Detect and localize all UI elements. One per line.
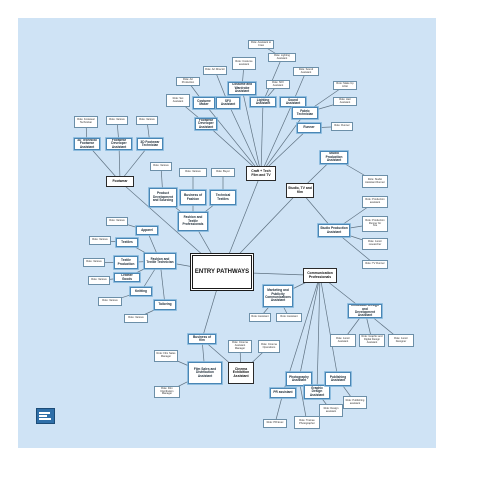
node-fabric-tech: Fabric Technician [292,107,318,119]
node-footwear-dev: Footwear Developer Assistant [106,138,132,150]
role-r34: Role: Junior Designer [388,334,414,347]
node-sfx-assistant: SFX Assistant [216,97,240,109]
node-business-fashion: Business of Fashion [180,190,206,205]
role-r27: Role: Production assistant [362,196,388,208]
role-r37: Role: Trainee Photographer [294,416,320,429]
role-r21: Role: Various [88,276,110,285]
connector-node-comm-pro-node-graphic-design [316,275,321,393]
connector-node-craft-tech-node-lighting-assistant [260,101,264,174]
connector-node-lighting-assistant-role-r2 [262,57,283,103]
connector-node-sound-assistant-role-r7 [292,71,307,103]
node-cinema-exhibition: Cinema Exhibition Assistant [228,362,254,384]
role-r17: Role: Buyer [211,168,235,177]
role-r41: Role: Film Distribution Manager [154,386,180,398]
role-r18: Role: Various [106,217,128,226]
role-r29: Role: Junior researcher [362,238,388,250]
role-r11: Role: Runner [331,122,353,131]
role-r19: Role: Various [89,236,111,245]
role-r14: Role: Various [136,116,158,125]
role-r8: Role: Make Up Artist [333,81,357,90]
role-r1: Role: Assistant to Crew [248,40,274,49]
node-fashion-textile-pro: Fashion and Textile Professionals [178,212,208,231]
node-technical-textiles: Technical Textiles [210,190,236,205]
node-comm-pro: Communication Professionals [303,268,337,283]
node-publishing-assistant: Publishing Assistant [325,372,351,386]
node-costume-assistant: Costume and Wardrobe Assistant [228,82,256,95]
node-business-of-film: Business of film [188,334,216,344]
connector-node-footwear-node-footwear-dev [118,143,121,182]
connector-node-pr-assistant-role-r36 [274,392,284,424]
connector-node-photo-assistant-role-r37 [298,378,308,423]
node-apparel: Apparel [136,226,158,235]
node-product-dev: Product Development and Sourcing [149,188,177,207]
node-tv-film-production: Studio Production Assistant [318,224,350,237]
role-r38: Role: Design assistant [319,404,343,417]
role-r28: Role: Production Runner for hire [362,216,388,232]
role-r23: Role: Various [124,314,148,323]
role-r31: Role: Assistant [249,313,271,322]
node-costume-maker: Costume Maker [193,97,215,109]
node-knitting: Knitting [130,287,152,296]
node-sound-assistant: Sound Assistant [280,97,306,107]
role-r13: Role: Various [106,116,128,125]
node-photo-assistant: Photography Assistant [286,372,312,386]
node-tailoring: Tailoring [154,300,176,310]
role-r32: Role: Assistant [276,313,302,322]
node-sd-footwear: Footwear Developer Assistant [195,118,217,130]
connector-node-craft-tech-node-sfx-assistant [227,102,262,174]
role-r40: Role: Film Sales Manager [154,350,178,362]
role-r30: Role: TV Runner [362,260,388,269]
role-r10: Role: SFX Assistant [266,80,290,89]
node-pr-assistant: PR assistant [270,388,296,398]
node-footwear: Footwear [106,176,134,187]
role-r43: Role: Cinema Operations [258,340,280,353]
node-runner: Runner [297,123,321,133]
node-textile-production: Textile Production [114,256,138,269]
logo-icon [36,408,55,424]
role-r39: Role: Publishing assistant [343,396,367,409]
role-r33: Role: Junior Assistant [330,334,356,347]
role-r9: Role: Hair Assistant [333,97,357,106]
node-3d-footwear-1: 3D Technical Footwear Assistant [74,138,100,150]
node-craft-tech: Craft + Tech Film and TV [246,166,276,181]
role-r7: Role: Sound Assistant [293,67,319,76]
node-graphic-design: Graphic Design Assistant [304,385,330,399]
role-r5: Role: Art Production [176,77,200,86]
role-r12: Role: Footwear Technician [74,116,98,128]
connector-node-craft-tech-node-costume-maker [203,102,262,174]
node-entry-pathways: ENTRY PATHWAYS [192,255,252,289]
node-leather-goods: Leather Goods [114,273,140,282]
connector-node-footwear-node-3d-footwear-1 [86,143,121,182]
connector-node-comm-pro-node-publishing-assistant [319,275,339,380]
connector-node-craft-tech-node-sd-footwear [205,123,262,174]
role-r20: Role: Various [83,258,105,267]
role-r16: Role: Various [179,168,207,177]
connector-node-craft-tech-node-sound-assistant [260,101,294,174]
node-studio-production: Studio Production Assistant [320,151,348,164]
role-r15: Role: Various [150,162,172,171]
node-textiles: Textiles [116,238,138,247]
node-marketing-comm: Marketing and Publicity Communications A… [263,285,293,307]
role-r6: Role: Set Assistant [166,94,190,107]
role-r42: Role: Cinema Assistant Manager [228,340,252,353]
role-r36: Role: PR Exec [263,419,287,428]
role-r4: Role: Art Director [203,66,227,75]
connector-node-craft-tech-node-runner [260,127,310,174]
node-film-sales: Film Sales and Distribution Assistant [188,362,222,384]
connector-node-footwear-node-3d-footwear-tech [119,143,151,182]
node-textile-tech: Fashion and Textile Technician [144,253,176,269]
connector-node-comm-pro-node-photo-assistant [298,275,321,380]
role-r35: Role: Graphic and Digital Design Assista… [359,334,385,347]
node-digital-design: Innovation Design and Development Assist… [348,304,382,318]
role-r2: Role: Lighting Assistant [268,53,296,62]
connector-node-craft-tech-node-costume-assistant [241,88,262,174]
role-r26: Role: Studio Assistant Runner [362,175,388,188]
role-r22: Role: Various [98,297,122,306]
node-3d-footwear-tech: 3D Footwear Technician [137,138,163,150]
node-lighting-assistant: Lighting Assistant [250,97,276,107]
diagram-canvas [18,18,436,448]
node-studio-tv-film: Studio, TV and film [286,183,314,198]
role-r3: Role: Costume assistant [232,57,256,70]
